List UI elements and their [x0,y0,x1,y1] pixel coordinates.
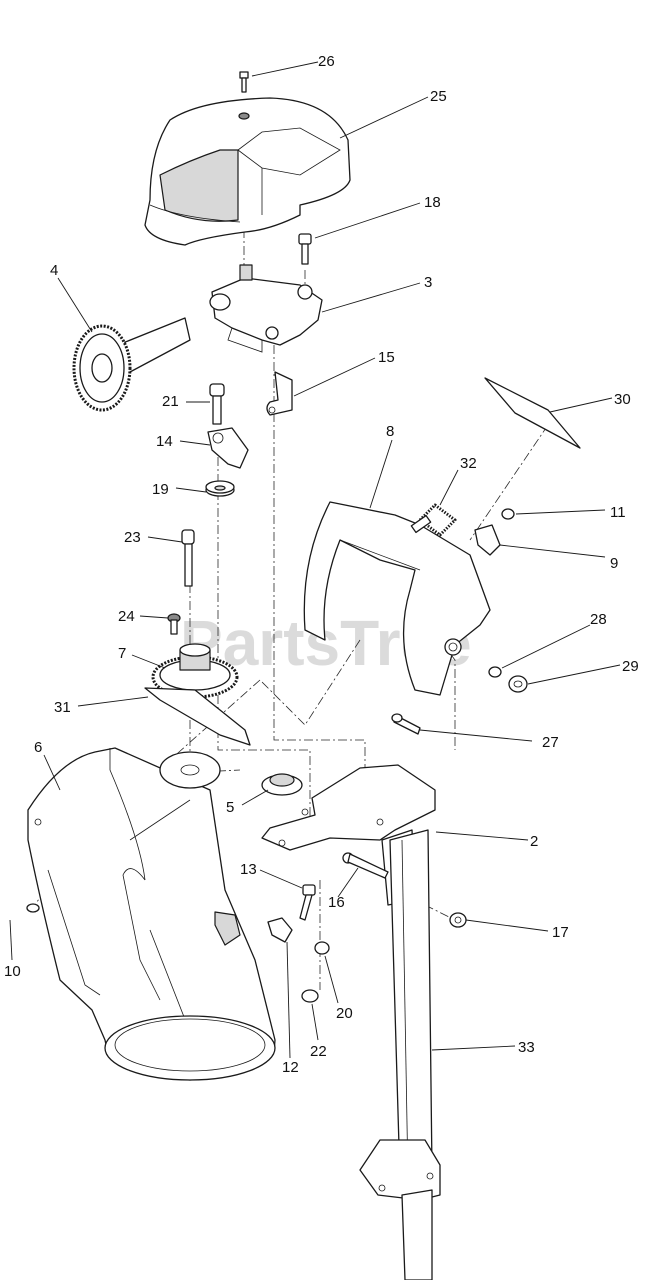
part-33-post [359,829,441,1280]
part-3-chute-housing [209,264,323,353]
callout-13: 13 [240,861,257,878]
callout-31: 31 [54,699,71,716]
part-21-pin [209,383,225,425]
part-5-bushing [159,751,303,796]
part-7-gear [151,643,239,699]
callout-14: 14 [156,433,173,450]
callout-25: 25 [430,88,447,105]
part-13-bolt [299,884,316,921]
part-4-gear-shaft [72,317,191,412]
part-23-pin [181,529,195,587]
part-14-link [207,427,249,469]
part-11-screw [501,508,515,520]
callout-22: 22 [310,1043,327,1060]
callout-33: 33 [518,1039,535,1056]
callout-19: 19 [152,481,169,498]
callout-9: 9 [610,555,618,572]
callout-21: 21 [162,393,179,410]
callout-2: 2 [530,833,538,850]
part-12-clip [267,917,293,943]
callout-23: 23 [124,529,141,546]
part-22-nut [301,989,319,1003]
callout-4: 4 [50,262,58,279]
part-31-plate [144,687,251,746]
callout-27: 27 [542,734,559,751]
leader-lines [9,61,621,1059]
callout-12: 12 [282,1059,299,1076]
part-15-bracket [266,371,293,416]
part-26-screw [239,71,249,93]
callout-labels: 26 25 18 4 3 15 30 21 8 14 32 19 11 23 9… [4,53,639,1076]
callout-29: 29 [622,658,639,675]
part-29-nut [508,675,528,693]
callout-18: 18 [424,194,441,211]
part-24-screw [167,613,181,635]
part-16-bolt [342,852,389,879]
part-18-bolt [298,233,312,265]
part-25-deflector-cover [144,97,351,246]
callout-28: 28 [590,611,607,628]
callout-10: 10 [4,963,21,980]
part-8-deflector [303,501,491,696]
callout-26: 26 [318,53,335,70]
part-27-bolt [391,713,421,735]
part-17-nut [449,912,467,928]
part-28-spacer [488,666,502,678]
part-10-screw [26,903,40,913]
callout-8: 8 [386,423,394,440]
part-9-clip [474,524,501,556]
callout-30: 30 [614,391,631,408]
part-30-card [484,377,581,449]
callout-32: 32 [460,455,477,472]
part-19-spring [205,480,235,497]
callout-24: 24 [118,608,135,625]
callout-15: 15 [378,349,395,366]
callout-11: 11 [610,504,626,521]
callout-16: 16 [328,894,345,911]
callout-20: 20 [336,1005,353,1022]
callout-5: 5 [226,799,234,816]
callout-6: 6 [34,739,42,756]
callout-17: 17 [552,924,569,941]
part-20-nut [314,941,330,955]
callout-7: 7 [118,645,126,662]
callout-3: 3 [424,274,432,291]
part-6-discharge-chute [27,747,276,1081]
part-32-spring [410,503,457,537]
